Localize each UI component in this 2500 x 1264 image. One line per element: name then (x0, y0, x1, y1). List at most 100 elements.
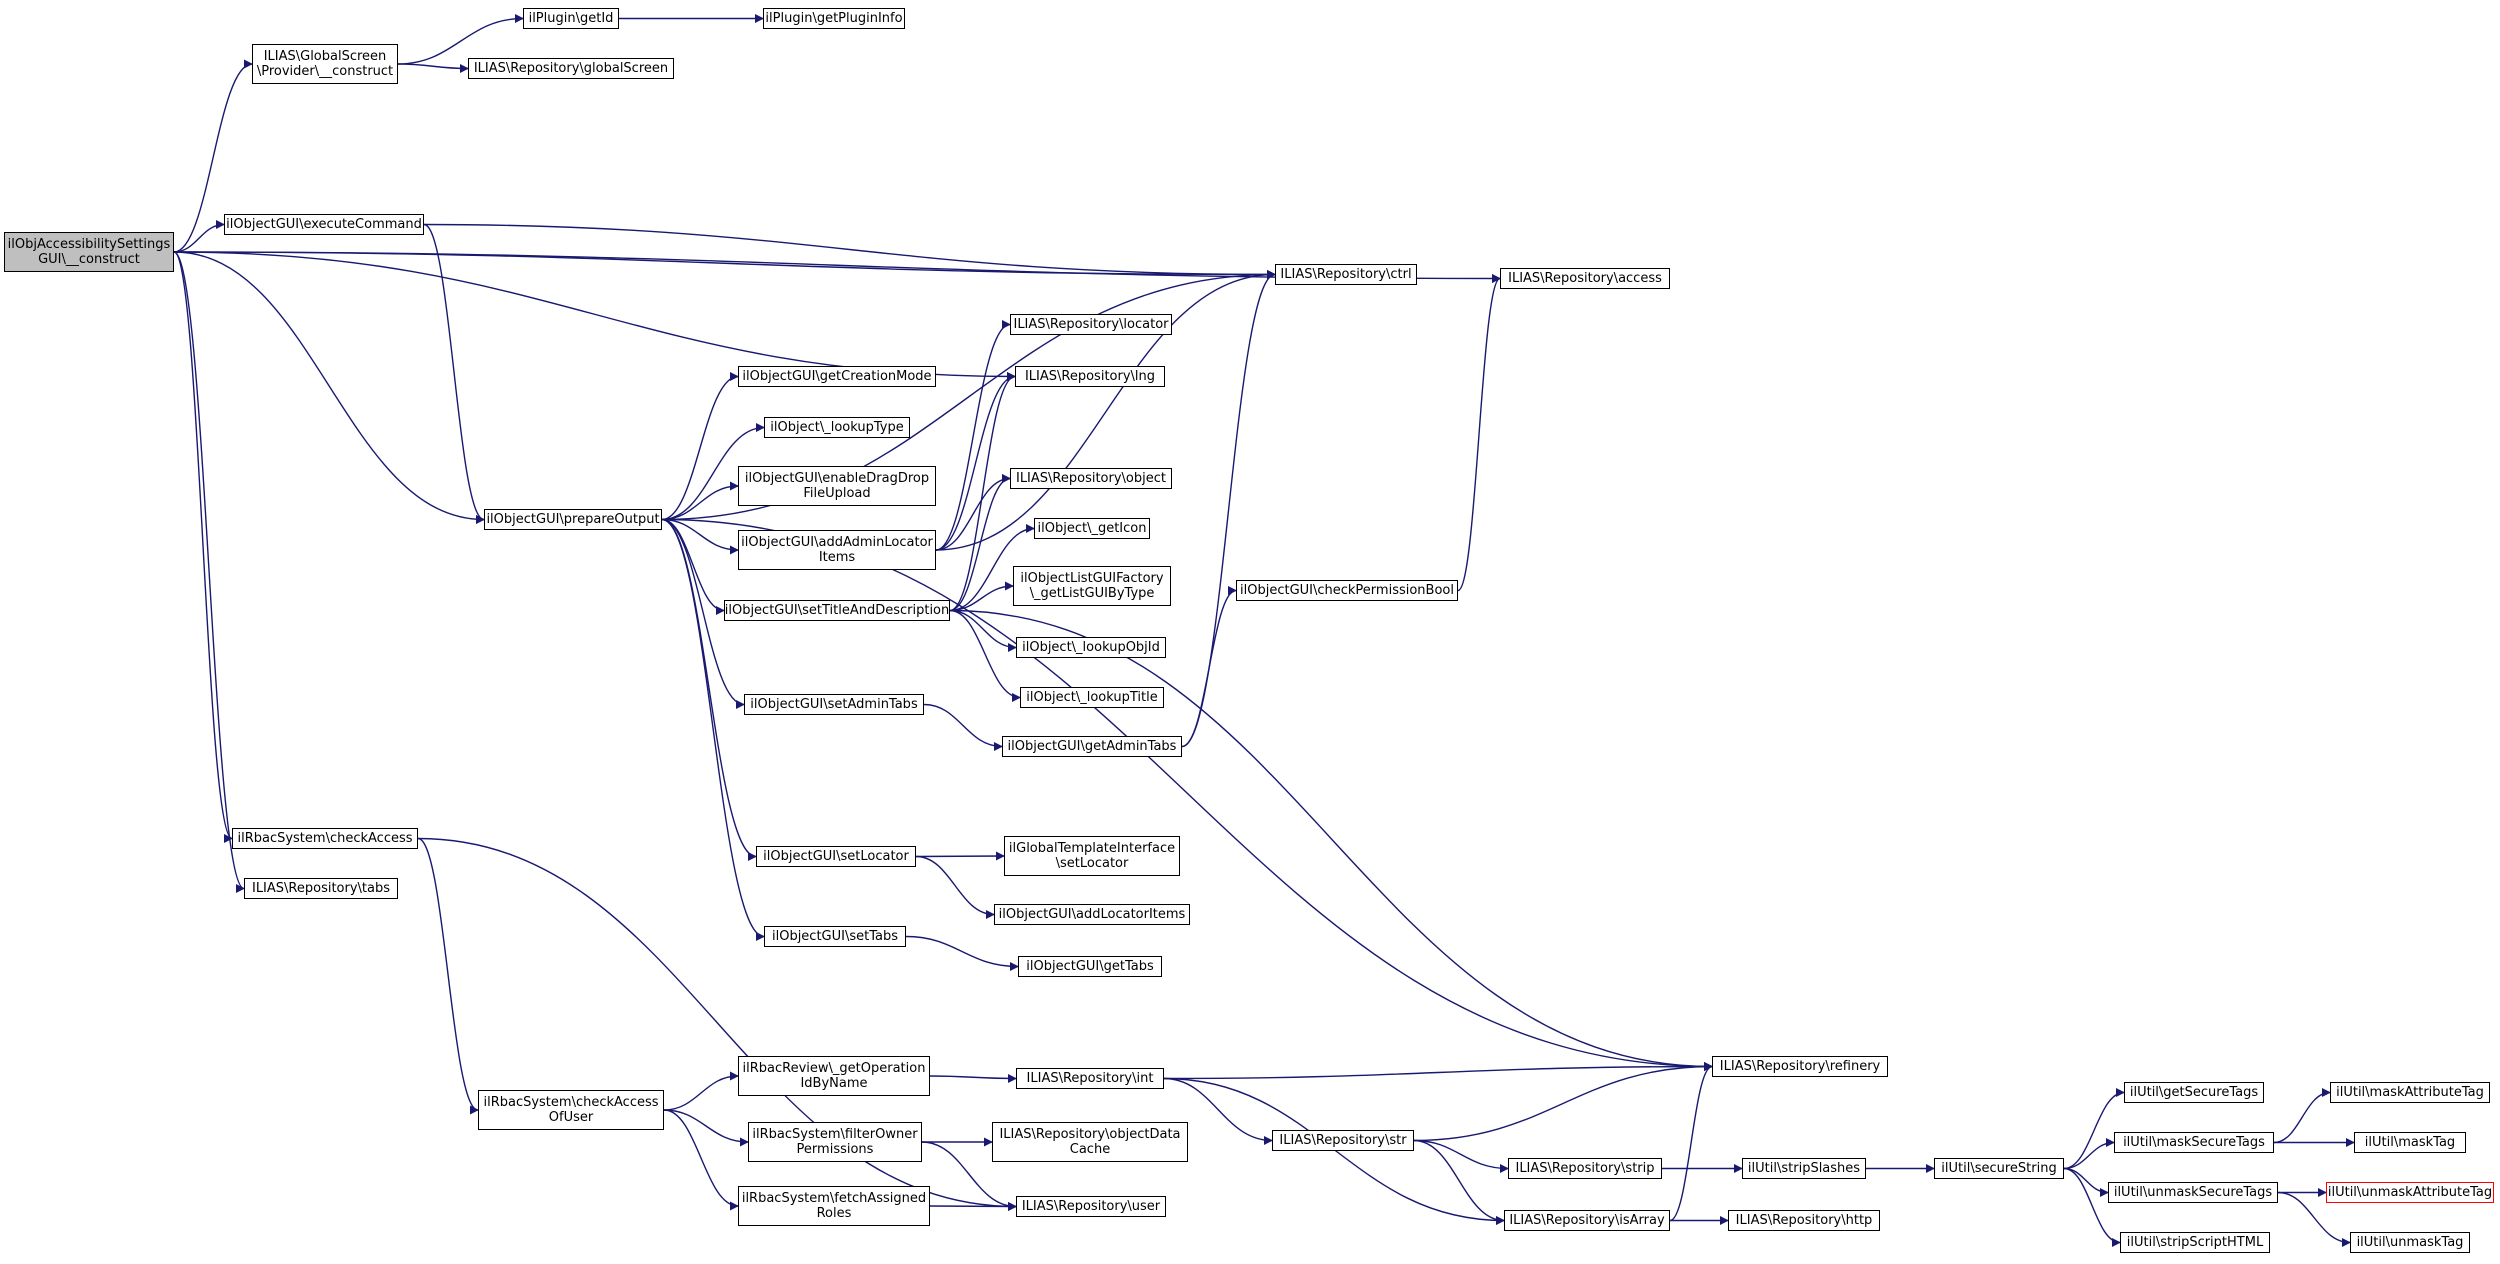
node-getoperationidbyname[interactable]: ilRbacReview\_getOperation IdByName (738, 1056, 930, 1096)
call-edge-getOperationIdByName-repo_int (929, 1073, 1017, 1083)
node-plugin-getplugininfo[interactable]: ilPlugin\getPluginInfo (763, 8, 905, 29)
call-edge-setTitleAndDescription-lookupTitle (949, 609, 1021, 702)
call-edge-secureString-getSecureTags (2063, 1088, 2125, 1170)
node-fetchassignedroles[interactable]: ilRbacSystem\fetchAssigned Roles (738, 1186, 930, 1226)
node-plugin-getid[interactable]: ilPlugin\getId (523, 8, 619, 29)
node-repo-str[interactable]: ILIAS\Repository\str (1272, 1130, 1414, 1151)
call-edge-root-executeCommand (173, 220, 225, 253)
call-edge-checkAccessOfUser-filterOwnerPermissions (663, 1109, 749, 1147)
node-repo-user[interactable]: ILIAS\Repository\user (1016, 1196, 1166, 1217)
call-edge-maskSecureTags-maskAttributeTag (2273, 1088, 2331, 1144)
call-edge-gs_construct-plugin_getId (397, 14, 524, 65)
node-repo-refinery[interactable]: ILIAS\Repository\refinery (1712, 1056, 1888, 1077)
node-setlocator[interactable]: ilObjectGUI\setLocator (756, 846, 916, 867)
call-edge-unmaskSecureTags-unmaskTag (2277, 1191, 2351, 1247)
call-edge-checkAccessOfUser-fetchAssignedRoles (663, 1109, 739, 1211)
node-addlocatoritems[interactable]: ilObjectGUI\addLocatorItems (994, 904, 1190, 925)
call-edge-filterOwnerPermissions-repo_user (921, 1141, 1017, 1211)
node-checkpermissionbool[interactable]: ilObjectGUI\checkPermissionBool (1236, 580, 1458, 601)
node-geticon[interactable]: ilObject\_getIcon (1034, 518, 1150, 539)
node-maskattributetag[interactable]: ilUtil\maskAttributeTag (2330, 1082, 2490, 1103)
node-masksecuretags[interactable]: ilUtil\maskSecureTags (2114, 1132, 2274, 1153)
call-edge-fetchAssignedRoles-repo_user (929, 1201, 1017, 1211)
call-edge-root-repo_lng (173, 251, 1016, 381)
node-gs-construct[interactable]: ILIAS\GlobalScreen \Provider\__construct (252, 44, 398, 84)
node-tplsetlocator[interactable]: ilGlobalTemplateInterface \setLocator (1004, 836, 1180, 876)
node-repo-locator[interactable]: ILIAS\Repository\locator (1010, 314, 1172, 335)
call-edge-repo_int-repo_refinery (1163, 1062, 1713, 1080)
call-edge-executeCommand-repo_ctrl (423, 223, 1276, 279)
call-edge-prepareOutput-setLocator (661, 518, 757, 861)
node-repo-object[interactable]: ILIAS\Repository\object (1010, 468, 1172, 489)
call-edge-secureString-stripScriptHTML (2063, 1167, 2121, 1247)
node-prepareoutput[interactable]: ilObjectGUI\prepareOutput (484, 509, 662, 530)
call-edge-root-checkAccess (173, 251, 233, 843)
call-edge-getAdminTabs-repo_ctrl (1181, 270, 1276, 748)
call-edge-repo_str-repo_isArray (1413, 1139, 1505, 1225)
call-edge-root-repo_tabs (173, 251, 245, 893)
call-edge-setLocator-tplSetLocator (915, 851, 1005, 861)
node-unmaskattributetag[interactable]: ilUtil\unmaskAttributeTag (2326, 1182, 2494, 1203)
node-repo-int[interactable]: ILIAS\Repository\int (1016, 1068, 1164, 1089)
node-lookupobjid[interactable]: ilObject\_lookupObjId (1016, 637, 1166, 658)
call-edge-setTitleAndDescription-repo_object (949, 474, 1011, 612)
call-edge-prepareOutput-setTabs (661, 518, 765, 941)
node-repo-tabs[interactable]: ILIAS\Repository\tabs (244, 878, 398, 899)
node-checkaccessofuser[interactable]: ilRbacSystem\checkAccess OfUser (478, 1090, 664, 1130)
node-unmasksecuretags[interactable]: ilUtil\unmaskSecureTags (2108, 1182, 2278, 1203)
node-repo-lng[interactable]: ILIAS\Repository\lng (1015, 366, 1165, 387)
call-edge-repo_isArray-repo_refinery (1669, 1062, 1713, 1222)
node-getcreationmode[interactable]: ilObjectGUI\getCreationMode (738, 366, 936, 387)
node-stripslashes[interactable]: ilUtil\stripSlashes (1742, 1158, 1866, 1179)
node-repo-http[interactable]: ILIAS\Repository\http (1728, 1210, 1880, 1231)
node-repo-isarray[interactable]: ILIAS\Repository\isArray (1504, 1210, 1670, 1231)
node-root: ilObjAccessibilitySettings GUI\__constru… (4, 232, 174, 272)
call-edge-checkAccess-repo_user (417, 837, 1017, 1211)
node-filterownerpermissions[interactable]: ilRbacSystem\filterOwner Permissions (748, 1122, 922, 1162)
call-edge-checkAccess-checkAccessOfUser (417, 837, 479, 1115)
node-unmasktag[interactable]: ilUtil\unmaskTag (2350, 1232, 2470, 1253)
node-securestring[interactable]: ilUtil\secureString (1934, 1158, 2064, 1179)
node-listguifactory[interactable]: ilObjectListGUIFactory \_getListGUIByTyp… (1013, 566, 1171, 606)
call-edge-repo_int-repo_str (1163, 1077, 1273, 1145)
call-edge-setTitleAndDescription-lookupObjId (949, 609, 1017, 652)
call-edge-root-gs_construct (173, 59, 253, 253)
call-edge-setAdminTabs-getAdminTabs (923, 703, 1003, 751)
call-edge-repo_str-repo_refinery (1413, 1062, 1713, 1142)
node-repo-access[interactable]: ILIAS\Repository\access (1500, 268, 1670, 289)
call-edge-checkPermissionBool-repo_access (1457, 274, 1501, 592)
call-edge-getAdminTabs-checkPermissionBool (1181, 586, 1237, 748)
node-masktag[interactable]: ilUtil\maskTag (2354, 1132, 2466, 1153)
node-settitleanddescription[interactable]: ilObjectGUI\setTitleAndDescription (724, 600, 950, 621)
node-getadmintabs[interactable]: ilObjectGUI\getAdminTabs (1002, 736, 1182, 757)
node-enabledragdrop[interactable]: ilObjectGUI\enableDragDrop FileUpload (738, 466, 936, 506)
call-edge-prepareOutput-addAdminLocator (661, 518, 739, 555)
node-repo-strip[interactable]: ILIAS\Repository\strip (1508, 1158, 1662, 1179)
call-edge-setLocator-addLocatorItems (915, 855, 995, 919)
call-edge-prepareOutput-getCreationMode (661, 372, 739, 521)
call-edge-addAdminLocator-repo_locator (935, 320, 1011, 551)
node-lookuptype[interactable]: ilObject\_lookupType (764, 417, 910, 438)
node-gettabs[interactable]: ilObjectGUI\getTabs (1018, 956, 1162, 977)
call-edge-setTitleAndDescription-repo_lng (949, 372, 1016, 612)
call-edge-addAdminLocator-repo_ctrl (935, 270, 1276, 551)
call-edge-addAdminLocator-repo_lng (935, 372, 1016, 551)
call-edge-addAdminLocator-repo_object (935, 474, 1011, 551)
node-objectdatacache[interactable]: ILIAS\Repository\objectData Cache (992, 1122, 1188, 1162)
call-edge-root-repo_ctrl (173, 251, 1276, 279)
node-repo-globalscreen[interactable]: ILIAS\Repository\globalScreen (468, 58, 674, 79)
node-settabs[interactable]: ilObjectGUI\setTabs (764, 926, 906, 947)
node-setadmintabs[interactable]: ilObjectGUI\setAdminTabs (744, 694, 924, 715)
node-executecommand[interactable]: ilObjectGUI\executeCommand (224, 214, 424, 235)
call-edge-setTabs-getTabs (905, 935, 1019, 971)
call-edge-executeCommand-prepareOutput (423, 223, 485, 524)
node-addadminlocator[interactable]: ilObjectGUI\addAdminLocator Items (738, 530, 936, 570)
node-repo-ctrl[interactable]: ILIAS\Repository\ctrl (1275, 264, 1417, 285)
node-lookuptitle[interactable]: ilObject\_lookupTitle (1020, 687, 1164, 708)
call-edge-setTitleAndDescription-listGUIFactory (949, 581, 1014, 612)
node-getsecuretags[interactable]: ilUtil\getSecureTags (2124, 1082, 2264, 1103)
node-checkaccess[interactable]: ilRbacSystem\checkAccess (232, 828, 418, 849)
node-stripscripthtml[interactable]: ilUtil\stripScriptHTML (2120, 1232, 2270, 1253)
